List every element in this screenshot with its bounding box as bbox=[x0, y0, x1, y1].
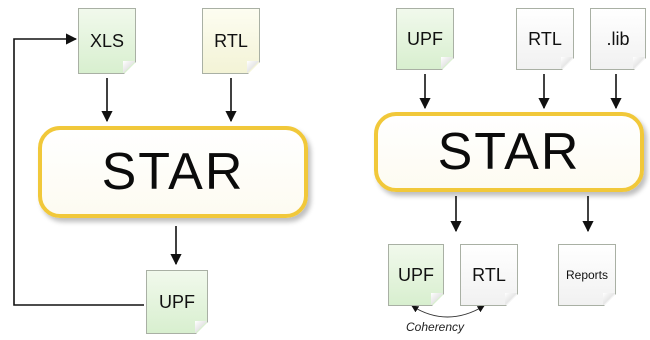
reports-file: Reports bbox=[558, 244, 616, 306]
xls-file-label: XLS bbox=[89, 30, 125, 51]
rtl-input-label: RTL bbox=[528, 28, 562, 49]
page-fold-icon bbox=[431, 293, 443, 305]
coherency-label: Coherency bbox=[406, 320, 465, 334]
page-fold-icon bbox=[603, 293, 615, 305]
upf-output-file: UPF bbox=[146, 270, 208, 334]
page-fold-icon bbox=[247, 61, 259, 73]
rtl-file: RTL bbox=[202, 8, 260, 74]
page-fold-icon bbox=[561, 57, 573, 69]
reports-file-label: Reports bbox=[565, 268, 609, 282]
star-tool-box-right: STAR bbox=[374, 112, 644, 192]
page-fold-icon bbox=[441, 57, 453, 69]
coherency-arc bbox=[411, 305, 485, 318]
star-tool-label-right: STAR bbox=[437, 123, 581, 181]
star-tool-box: STAR bbox=[38, 126, 308, 218]
rtl-input-file: RTL bbox=[516, 8, 574, 70]
rtl-output-label: RTL bbox=[472, 264, 506, 285]
page-fold-icon bbox=[195, 321, 207, 333]
upf-input-file: UPF bbox=[396, 8, 454, 70]
lib-file: .lib bbox=[590, 8, 646, 70]
upf-output-file-right: UPF bbox=[388, 244, 444, 306]
upf-input-label: UPF bbox=[407, 28, 443, 49]
lib-file-label: .lib bbox=[606, 28, 630, 49]
rtl-output-file: RTL bbox=[460, 244, 518, 306]
xls-file: XLS bbox=[78, 8, 136, 74]
star-tool-label: STAR bbox=[101, 143, 245, 201]
upf-output-label: UPF bbox=[159, 291, 195, 312]
rtl-file-label: RTL bbox=[214, 30, 248, 51]
page-fold-icon bbox=[123, 61, 135, 73]
page-fold-icon bbox=[505, 293, 517, 305]
upf-output-label-right: UPF bbox=[398, 264, 434, 285]
page-fold-icon bbox=[633, 57, 645, 69]
